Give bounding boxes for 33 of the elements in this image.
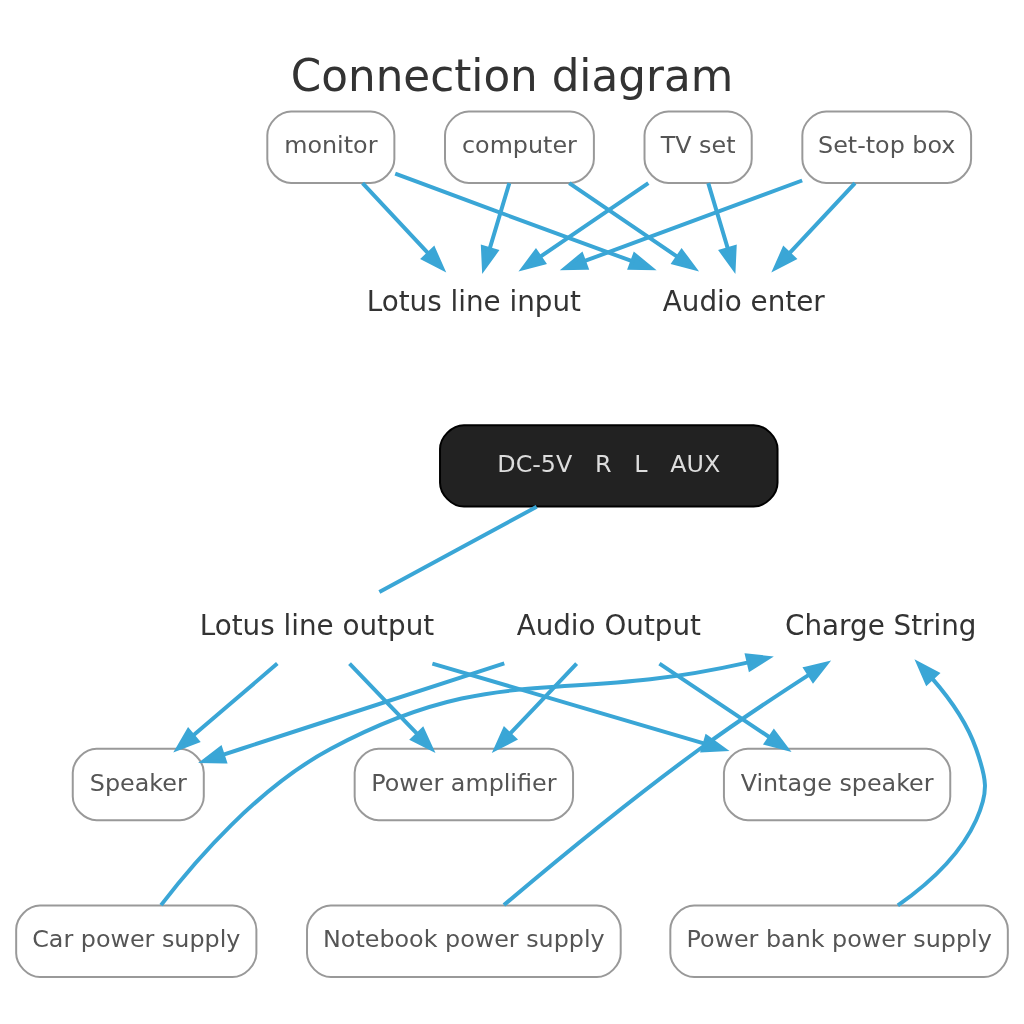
diagram-title: Connection diagram	[290, 49, 734, 101]
arrow	[568, 181, 700, 272]
arrow	[361, 181, 447, 273]
node-box: Speaker	[71, 747, 205, 821]
node-box: DC-5V R L AUX	[439, 423, 779, 508]
node-text: Lotus line input	[366, 284, 581, 318]
connector	[378, 504, 538, 594]
node-text: Charge String	[785, 608, 977, 642]
arrow	[480, 182, 512, 274]
node-box: Car power supply	[15, 904, 258, 978]
arrow	[348, 661, 436, 753]
arrow	[771, 181, 857, 273]
node-box: Vintage speaker	[722, 747, 952, 821]
arrow	[559, 178, 803, 270]
node-box: TV set	[643, 109, 753, 184]
arrow	[502, 660, 832, 907]
arrow	[518, 181, 650, 272]
node-box: Set-top box	[801, 109, 973, 184]
arrow	[173, 661, 279, 753]
arrow	[491, 661, 579, 753]
arrow	[896, 658, 987, 907]
arrow	[198, 661, 505, 764]
arrow	[159, 652, 774, 906]
node-box: Power bank power supply	[669, 904, 1009, 978]
node-text: Lotus line output	[199, 608, 435, 642]
node-box: Power amplifier	[353, 747, 575, 821]
node-text: Audio enter	[662, 284, 825, 318]
arrow	[394, 171, 657, 270]
node-box: Notebook power supply	[306, 904, 622, 978]
node-box: monitor	[266, 109, 396, 184]
node-box: computer	[444, 109, 595, 184]
node-text: Audio Output	[516, 608, 701, 642]
arrow	[706, 182, 737, 274]
